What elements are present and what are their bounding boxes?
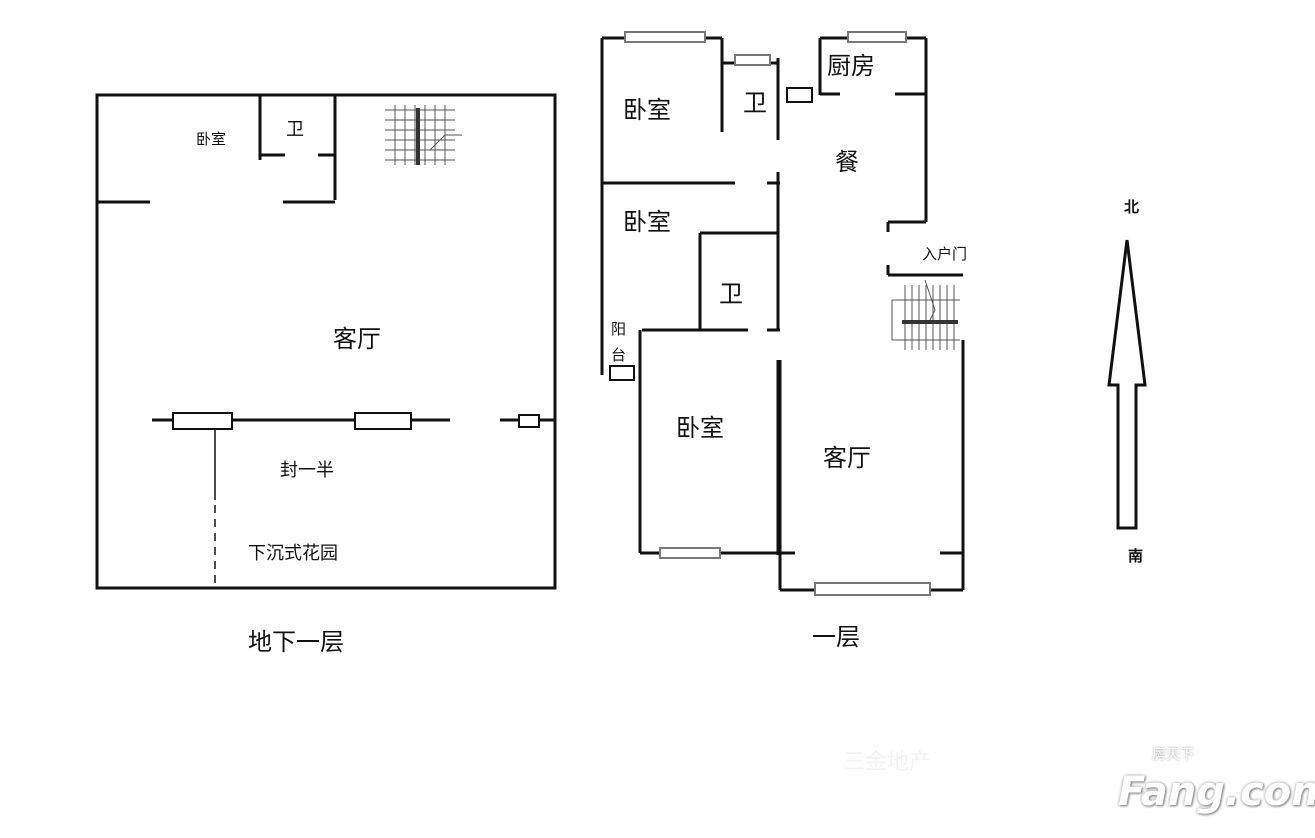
bath1-label: 卫 [743,89,767,117]
basement-bedroom-label: 卧室 [196,130,227,148]
basement-living-label: 客厅 [333,325,381,353]
agency-watermark: 三金地产 [843,750,932,775]
fang-logo-cn: 房天下 [1152,747,1194,763]
compass-north-label: 北 [1124,198,1140,216]
first-floor-stair-icon [891,279,960,350]
basement-stair-icon [385,105,462,165]
balcony-label: 阳台 [611,320,627,364]
first-floor-title: 一层 [812,623,860,651]
half-sealed-label: 封一半 [280,460,334,481]
dining-label: 餐 [835,148,859,176]
bedroom1-label: 卧室 [623,96,671,124]
basement-windows [172,412,540,430]
first-floor-living-label: 客厅 [823,444,871,472]
bedroom2-label: 卧室 [623,208,671,236]
fang-logo: Fang.com [1118,769,1315,815]
basement-walls [95,93,557,590]
entrance-door-label: 入户门 [922,245,968,263]
sunken-garden-label: 下沉式花园 [248,543,338,564]
basement-title: 地下一层 [248,628,344,656]
compass-south-label: 南 [1128,547,1144,565]
compass-arrow-icon [1107,239,1147,530]
bedroom3-label: 卧室 [676,414,724,442]
first-floor-windows [609,31,931,596]
kitchen-label: 厨房 [827,52,875,80]
bath2-label: 卫 [719,280,743,308]
basement-bath-label: 卫 [286,119,304,140]
